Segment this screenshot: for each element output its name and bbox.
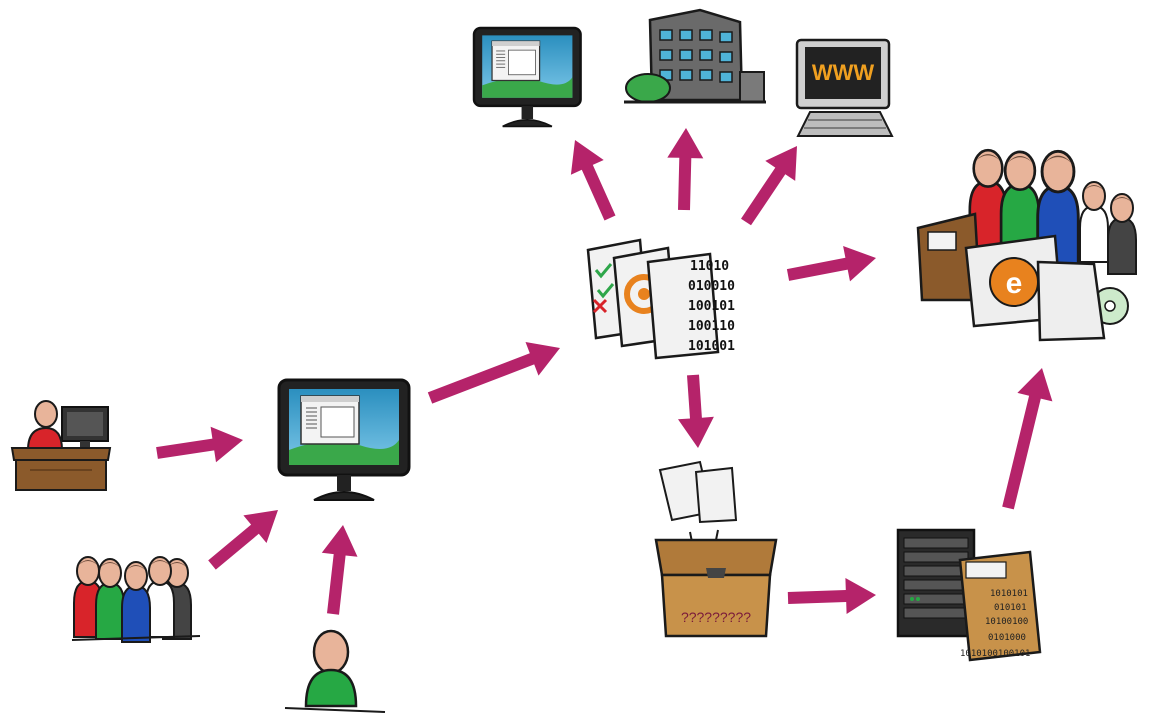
arrow-documents-to-building xyxy=(667,128,704,211)
monitor-application-icon xyxy=(472,26,582,128)
arrow-documents-to-audience xyxy=(786,246,876,282)
server-binary-4: 0101000 xyxy=(988,633,1026,643)
binary-line-3: 100101 xyxy=(688,299,735,314)
archive-box-icon: ????????? xyxy=(654,460,778,638)
arrow-server-to-audience xyxy=(1002,368,1053,510)
arrow-desk-to-monitor xyxy=(156,426,243,463)
audience-email-icon: e xyxy=(916,148,1137,342)
arrow-archive-to-server xyxy=(787,578,876,614)
server-binary-3: 10100100 xyxy=(985,617,1028,627)
arrows-layer xyxy=(156,128,1053,615)
arrow-documents-to-screen xyxy=(570,140,616,221)
server-binary-2: 010101 xyxy=(994,603,1027,613)
arrow-monitor-to-documents xyxy=(427,342,560,404)
binary-line-4: 100110 xyxy=(688,319,735,334)
svg-text:e: e xyxy=(1006,267,1023,300)
arrow-group-to-monitor xyxy=(208,510,278,570)
office-building-icon xyxy=(624,8,766,104)
web-terminal-icon: WWW xyxy=(795,38,894,137)
arrow-documents-to-web xyxy=(741,146,797,226)
binary-line-5: 101001 xyxy=(688,339,735,354)
user-group-icon xyxy=(71,556,201,643)
binary-line-2: 010010 xyxy=(688,279,735,294)
arrow-documents-to-archive xyxy=(678,374,714,448)
user-icon xyxy=(284,629,386,713)
server-binary-5: 1010100100101 xyxy=(960,649,1030,659)
binary-line-1: 11010 xyxy=(690,259,729,274)
www-label: WWW xyxy=(812,60,875,85)
person-at-desk-icon xyxy=(10,400,112,491)
arrow-user-to-monitor xyxy=(321,525,358,615)
server-binary-1: 1010101 xyxy=(990,589,1028,599)
document-stack-icon: 11010 010010 100101 100110 101001 xyxy=(586,238,735,360)
server-rack-icon: 1010101 010101 10100100 0101000 10101001… xyxy=(896,528,1050,662)
monitor-application-icon xyxy=(277,378,411,502)
box-label: ????????? xyxy=(681,609,751,625)
